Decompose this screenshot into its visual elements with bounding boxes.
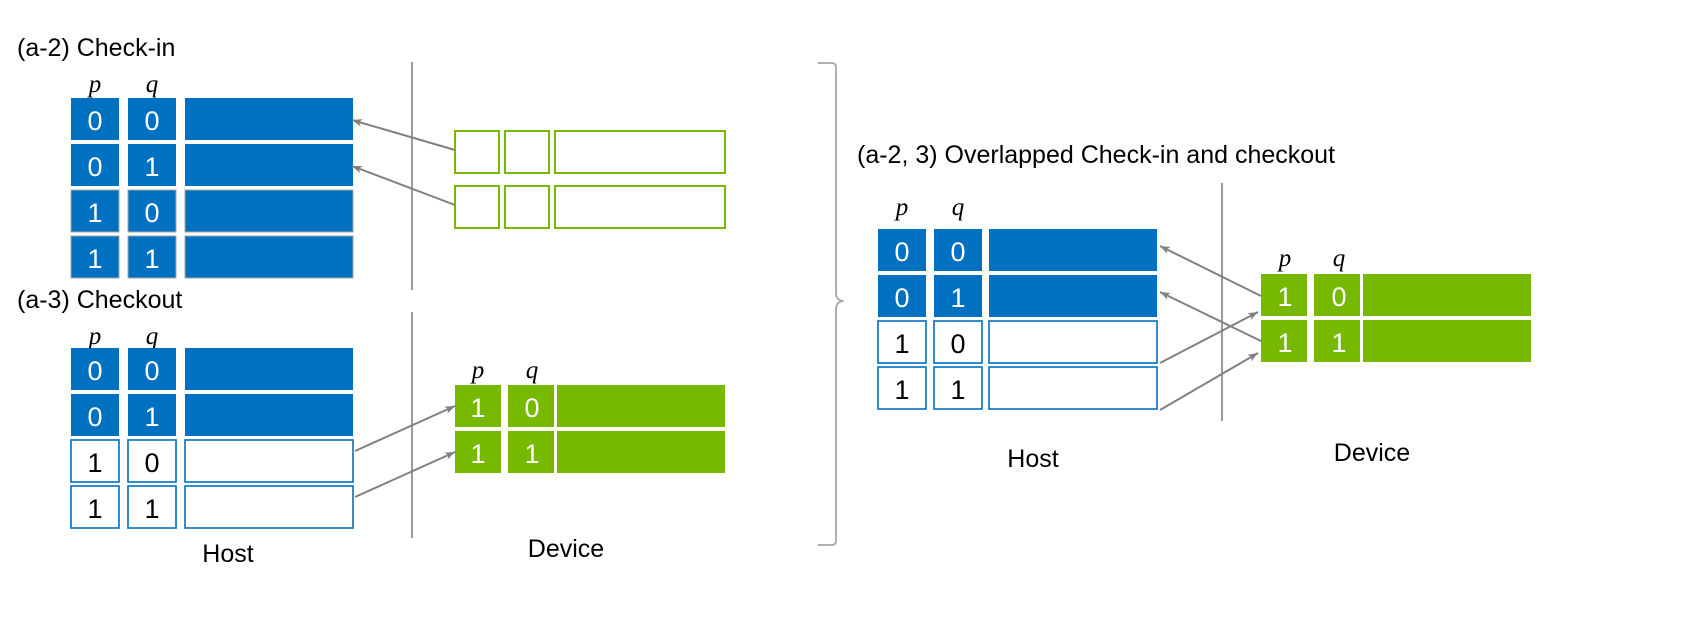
a2-host-r3-p: 1	[87, 198, 102, 228]
a23-host-r1-p: 0	[894, 237, 909, 267]
a23-device-row-1: 1 0	[1261, 274, 1531, 316]
a23-host-header-q: q	[952, 194, 965, 221]
a2-host-r2-p: 0	[87, 152, 102, 182]
a3-host-row-1: 0 0	[71, 348, 353, 390]
group-brace	[818, 62, 844, 546]
a2-host-r1-p: 0	[87, 106, 102, 136]
a3-device-row-2: 1 1	[455, 431, 725, 473]
a23-arrow-device2-to-host2	[1159, 291, 1262, 342]
a23-device-header-p: p	[1277, 245, 1292, 272]
a23-device-r1-q: 0	[1331, 282, 1346, 312]
a2-arrow-device2-to-host2	[351, 165, 456, 206]
a23-device-r1-p: 1	[1277, 282, 1292, 312]
a2-host-r4-p: 1	[87, 244, 102, 274]
a2-host-r2-q: 1	[144, 152, 159, 182]
a3-host-r1-q: 0	[144, 356, 159, 386]
a2-host-row-4: 1 1	[70, 235, 354, 279]
a23-arrow-device1-to-host1	[1159, 245, 1262, 297]
a23-device-header-q: q	[1333, 245, 1346, 272]
a23-host-row-1: 0 0	[878, 229, 1157, 271]
a3-host-label: Host	[202, 540, 253, 568]
a3-device-header-p: p	[470, 357, 485, 384]
a23-host-header-p: p	[894, 194, 909, 221]
a23-host-r3-q: 0	[950, 329, 965, 359]
a3-device-r1-p: 1	[470, 393, 485, 423]
a23-device-r2-q: 1	[1331, 328, 1346, 358]
a23-host-r1-q: 0	[950, 237, 965, 267]
a3-host-row-2: 0 1	[71, 394, 353, 436]
a23-arrow-host4-to-device2	[1159, 352, 1259, 411]
a23-device-row-2: 1 1	[1261, 320, 1531, 362]
a3-arrow-host4-to-device2	[354, 451, 456, 498]
a3-arrow-host3-to-device1	[354, 405, 456, 452]
a2-host-row-1: 0 0	[71, 98, 353, 140]
panel-a3-title: (a-3) Checkout	[17, 286, 182, 314]
a23-host-row-3: 1 0	[877, 320, 1158, 364]
a2-host-row-2: 0 1	[71, 144, 353, 186]
a3-host-r4-p: 1	[87, 494, 102, 524]
a23-device-r2-p: 1	[1277, 328, 1292, 358]
a23-host-r3-p: 1	[894, 329, 909, 359]
a2-host-header-p: p	[87, 71, 102, 98]
a3-host-header-p: p	[87, 323, 102, 350]
a2-host-r3-q: 0	[144, 198, 159, 228]
a23-device-label: Device	[1334, 439, 1410, 467]
a3-device-header-q: q	[526, 357, 539, 384]
a3-device-r2-q: 1	[524, 439, 539, 469]
a3-host-r3-q: 0	[144, 448, 159, 478]
a23-arrow-host3-to-device1	[1159, 311, 1259, 364]
a2-host-row-3: 1 0	[70, 189, 354, 233]
a3-device-r1-q: 0	[524, 393, 539, 423]
a23-host-r4-q: 1	[950, 375, 965, 405]
a2-arrow-device1-to-host1	[351, 119, 456, 151]
a3-device-label: Device	[528, 535, 604, 563]
a3-host-r1-p: 0	[87, 356, 102, 386]
a2-host-r1-q: 0	[144, 106, 159, 136]
a23-host-row-4: 1 1	[877, 366, 1158, 410]
a3-host-r2-q: 1	[144, 402, 159, 432]
panel-a2-title: (a-2) Check-in	[17, 34, 175, 62]
a23-host-r4-p: 1	[894, 375, 909, 405]
a3-host-row-3: 1 0	[70, 439, 354, 483]
a23-host-r2-q: 1	[950, 283, 965, 313]
a2-device-row-1	[454, 130, 726, 174]
a3-host-r2-p: 0	[87, 402, 102, 432]
a3-host-r4-q: 1	[144, 494, 159, 524]
a23-host-label: Host	[1007, 445, 1058, 473]
a3-host-r3-p: 1	[87, 448, 102, 478]
panel-a23-title: (a-2, 3) Overlapped Check-in and checkou…	[857, 141, 1335, 169]
a3-host-header-q: q	[146, 323, 159, 350]
a2-host-r4-q: 1	[144, 244, 159, 274]
a2-device-row-2	[454, 185, 726, 229]
a2-host-header-q: q	[146, 71, 159, 98]
a23-host-r2-p: 0	[894, 283, 909, 313]
a3-device-r2-p: 1	[470, 439, 485, 469]
a3-device-row-1: 1 0	[455, 385, 725, 427]
a3-host-row-4: 1 1	[70, 485, 354, 529]
a23-host-row-2: 0 1	[878, 275, 1157, 317]
